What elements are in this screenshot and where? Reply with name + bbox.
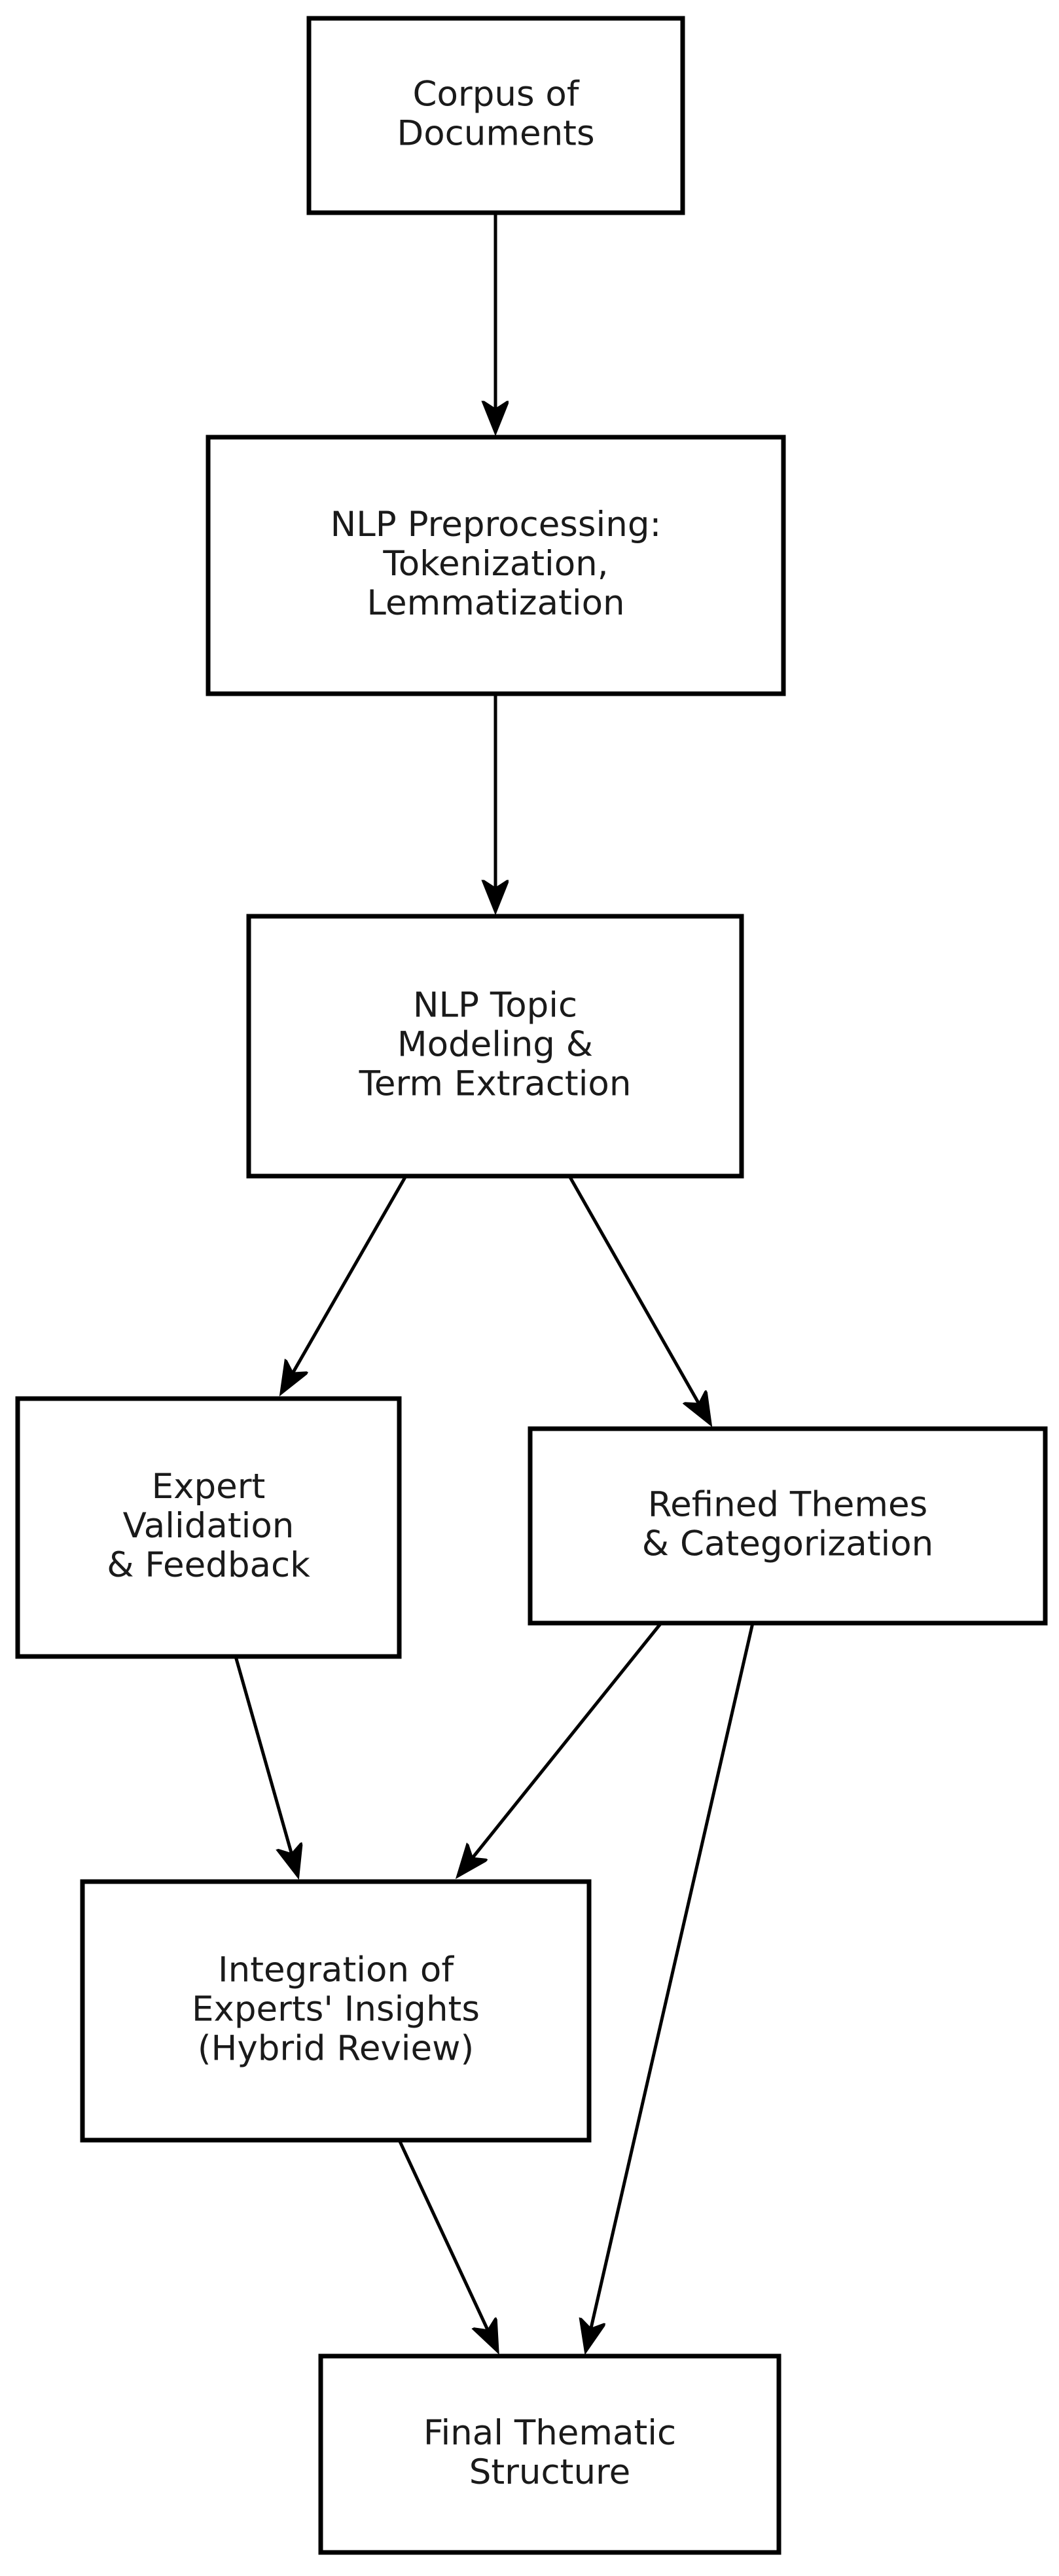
- node-expert-validation-box[interactable]: [15, 1396, 402, 1659]
- node-refined-themes[interactable]: Refined Themes& Categorization: [528, 1426, 1048, 1626]
- edge-topic-modeling-to-refined-themes: [567, 1175, 710, 1423]
- edges-layer: [234, 213, 755, 2351]
- node-refined-themes-label: Refined Themes& Categorization: [642, 1484, 933, 1564]
- edge-refined-themes-to-final-structure: [586, 1622, 755, 2351]
- edge-topic-modeling-to-expert-validation: [281, 1175, 408, 1393]
- edge-integration-to-final-structure: [397, 2139, 497, 2351]
- node-integration-box[interactable]: [80, 1879, 592, 2143]
- edge-refined-themes-to-integration: [458, 1622, 662, 1876]
- node-refined-themes-box[interactable]: [528, 1426, 1048, 1626]
- edge-expert-validation-to-integration: [234, 1656, 298, 1876]
- node-topic-modeling-box[interactable]: [246, 914, 744, 1179]
- node-corpus-box[interactable]: [306, 16, 685, 215]
- node-final-structure-box[interactable]: [318, 2353, 781, 2555]
- node-preprocessing[interactable]: NLP Preprocessing:Tokenization,Lemmatiza…: [206, 435, 786, 696]
- node-preprocessing-label: NLP Preprocessing:Tokenization,Lemmatiza…: [331, 505, 662, 623]
- node-preprocessing-box[interactable]: [206, 435, 786, 696]
